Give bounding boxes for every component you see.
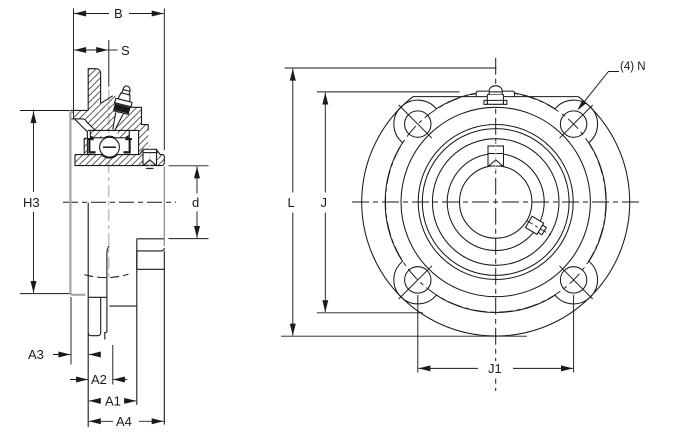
- front-view-dimensions: [281, 67, 619, 373]
- leader-4N: [577, 71, 619, 111]
- bearing: [87, 130, 132, 158]
- front-view-centerlines: [352, 57, 641, 391]
- side-view-lower-half: [69, 111, 165, 427]
- housing-hatch: [88, 95, 149, 155]
- dim-A3: [53, 297, 101, 365]
- bolt-hole-bottom-right: [559, 266, 588, 294]
- seal-right: [123, 136, 132, 154]
- label-A4: A4: [116, 414, 132, 429]
- bolt-hole-top-left: [404, 110, 432, 138]
- dim-d: [168, 165, 209, 240]
- barrel-circle: [400, 106, 591, 298]
- bolt-hole-top-right: [559, 110, 588, 138]
- flange-plate-outline: [87, 68, 102, 111]
- grease-fitting: [112, 85, 133, 115]
- flange-plate-hatch: [88, 68, 101, 111]
- label-A1: A1: [105, 394, 121, 409]
- label-H3: H3: [23, 195, 40, 210]
- inner-ring-hatch: [75, 149, 165, 166]
- lip-silhouette: [69, 111, 86, 296]
- label-B: B: [114, 6, 123, 21]
- label-J1-mask: [483, 361, 509, 375]
- label-L: L: [288, 195, 295, 210]
- dim-J1: [417, 295, 575, 373]
- set-screw-front-top: [487, 141, 505, 172]
- flange-lobe-contour: [384, 91, 607, 313]
- side-view-dimensions: [20, 8, 209, 425]
- label-J1: J1: [488, 361, 502, 376]
- section-hatch: [70, 68, 165, 166]
- label-J: J: [321, 195, 328, 210]
- label-S: S: [121, 43, 130, 58]
- housing-outline: [70, 95, 149, 155]
- dim-H3: [20, 110, 70, 295]
- label-A3: A3: [28, 347, 44, 362]
- grease-fitting-front: [483, 85, 508, 105]
- set-screw-section: [142, 144, 158, 172]
- lip-hatch: [70, 110, 89, 119]
- label-4N: (4) N: [620, 61, 646, 73]
- label-d: d: [192, 195, 199, 210]
- dim-A2: [70, 345, 127, 385]
- dim-B: [73, 8, 165, 150]
- hidden-sphere-arc: [84, 273, 129, 279]
- label-A2: A2: [91, 372, 107, 387]
- seal-left: [87, 136, 96, 154]
- bolt-hole-bottom-left: [404, 266, 432, 294]
- set-screw-front-side: [524, 215, 551, 236]
- dim-S: [74, 40, 118, 87]
- bolt-holes: [398, 104, 594, 300]
- inner-ring-outline: [74, 144, 165, 172]
- dim-J: [316, 91, 460, 314]
- dim-L: [281, 67, 527, 337]
- labels: B S H3 d A3 A2 A1 A4 L J J1 (4) N: [23, 6, 646, 429]
- side-view-section: [20, 8, 209, 427]
- front-view: [281, 57, 641, 391]
